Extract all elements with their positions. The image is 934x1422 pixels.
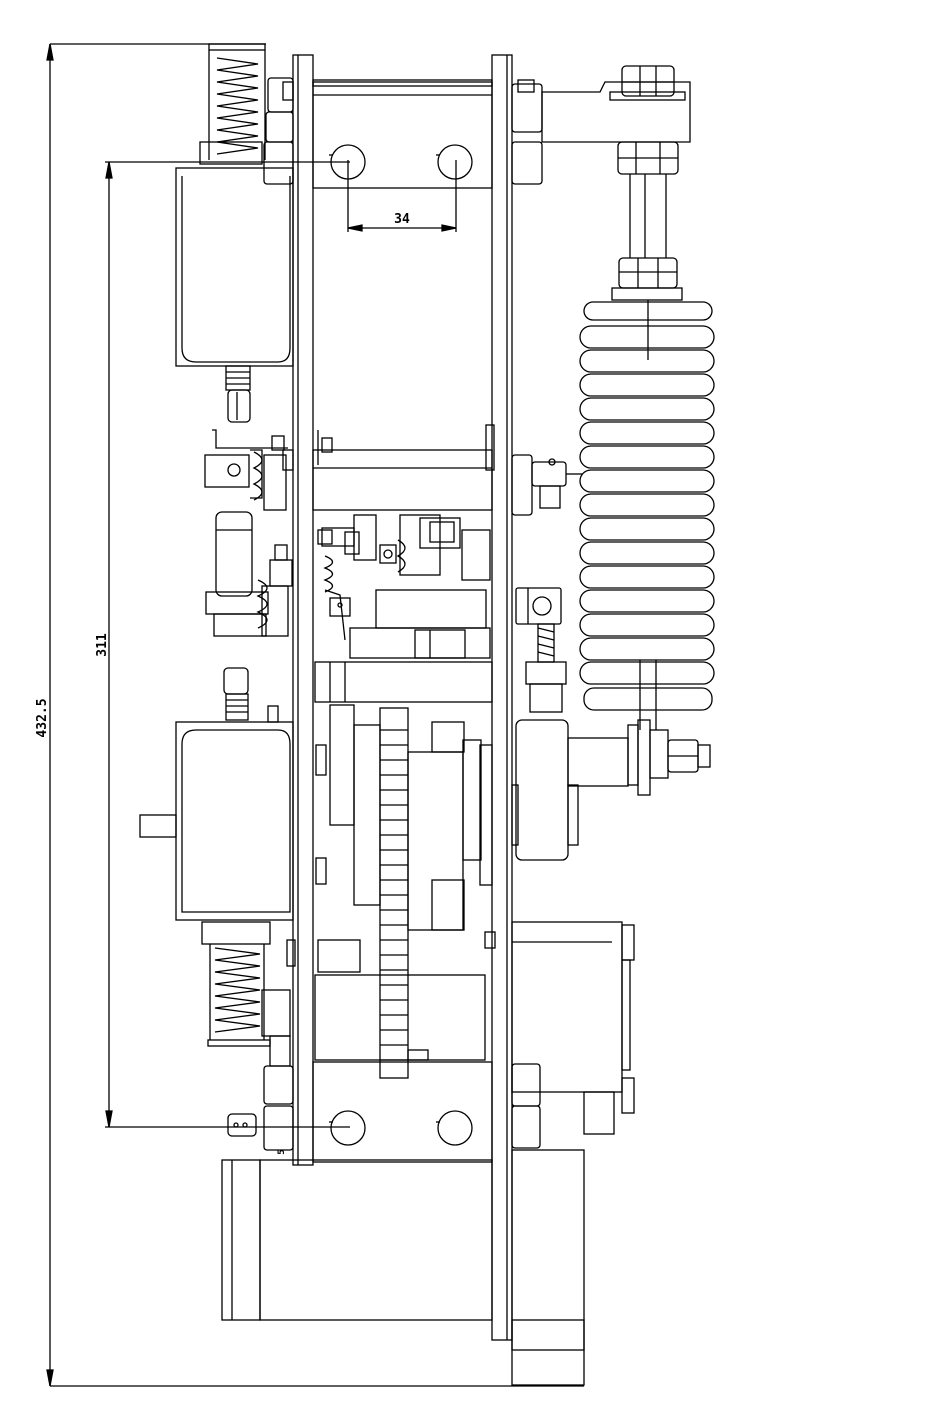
- top-block: [312, 79, 493, 189]
- dim-mount-spacing-text: 311: [95, 633, 110, 657]
- closing-spring: [579, 300, 715, 730]
- center-mechanism: [317, 514, 491, 641]
- side-plate-right: [491, 54, 513, 1341]
- left-latch-assembly: [204, 429, 294, 511]
- dim-overall-height-text: 432.5: [35, 698, 50, 737]
- dimension-mount-spacing: 311: [95, 161, 350, 1128]
- dimension-hole-spacing: 34: [347, 160, 457, 232]
- cam-assembly: [315, 704, 493, 931]
- left-trip-coil: [205, 511, 293, 637]
- lower-block: [269, 939, 493, 1163]
- dimension-overall-height: 432.5: [35, 43, 584, 1387]
- output-drum: [511, 719, 711, 861]
- bottom-hole-left: [330, 1110, 366, 1146]
- drive-motor: [221, 1149, 585, 1386]
- lower-solenoid: [139, 667, 294, 921]
- top-hole-left: [330, 144, 366, 180]
- side-plate-left: [292, 54, 314, 1166]
- lower-left-bolts: 5: [227, 1065, 294, 1155]
- top-hole-right: [437, 144, 473, 180]
- right-stopper: [515, 587, 567, 713]
- top-left-spring: [199, 43, 266, 165]
- large-gear: [353, 707, 409, 1079]
- gearbox: [484, 921, 635, 1135]
- lower-right-bolts: [511, 1063, 541, 1149]
- small-mark-text: 5: [277, 1149, 287, 1154]
- bottom-hole-right: [437, 1110, 473, 1146]
- right-upper-nut: [511, 454, 582, 516]
- lower-left-spring: [201, 921, 291, 1047]
- middle-bar-1: [349, 589, 491, 659]
- top-right-linkage: [511, 65, 691, 185]
- middle-bar-2: [314, 661, 493, 703]
- connecting-rod: [611, 174, 683, 301]
- upper-shaft: [312, 424, 495, 511]
- dim-hole-spacing-text: 34: [394, 212, 410, 227]
- top-solenoid: [175, 167, 294, 423]
- top-left-bolts: [263, 77, 294, 185]
